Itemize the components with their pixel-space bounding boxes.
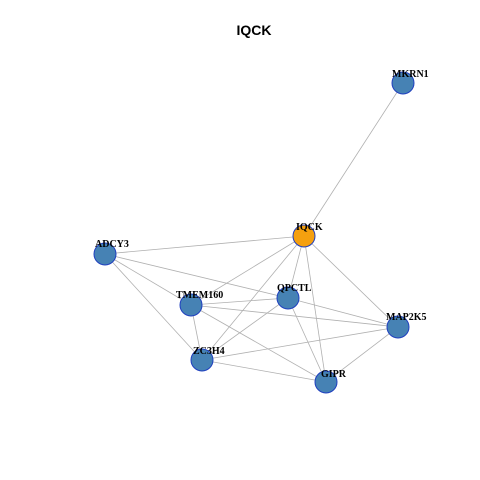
edge-qpctl-zc3h4 [201,297,289,361]
node-gipr[interactable]: GIPR [314,369,347,394]
edge-layer [104,82,404,383]
edge-iqck-tmem160 [190,235,305,306]
node-circle-zc3h4[interactable] [190,348,214,372]
node-label-map2k5: MAP2K5 [386,312,427,323]
node-circle-mkrn1[interactable] [391,71,415,95]
edge-iqck-gipr [303,235,327,383]
edge-adcy3-qpctl [104,253,289,299]
edge-tmem160-gipr [190,304,327,383]
edge-tmem160-map2k5 [190,304,399,328]
node-circle-adcy3[interactable] [93,242,117,266]
node-label-mkrn1: MKRN1 [392,69,429,80]
edge-iqck-mkrn1 [303,82,404,237]
graph-title: IQCK [237,22,272,38]
node-iqck[interactable]: IQCK [292,222,323,248]
node-label-qpctl: QPCTL [277,283,312,294]
edge-zc3h4-map2k5 [201,326,399,361]
edge-iqck-map2k5 [303,235,399,328]
node-label-zc3h4: ZC3H4 [193,346,225,357]
node-qpctl[interactable]: QPCTL [276,283,312,310]
edge-iqck-adcy3 [104,235,305,255]
edge-tmem160-qpctl [190,297,289,306]
node-label-gipr: GIPR [321,369,347,380]
node-circle-tmem160[interactable] [179,293,203,317]
node-circle-gipr[interactable] [314,370,338,394]
node-mkrn1[interactable]: MKRN1 [391,69,429,95]
node-circle-qpctl[interactable] [276,286,300,310]
edge-qpctl-map2k5 [287,297,399,328]
edge-zc3h4-gipr [201,359,327,383]
edge-adcy3-tmem160 [104,253,192,306]
edge-iqck-zc3h4 [201,235,305,361]
node-circle-iqck[interactable] [292,224,316,248]
edge-map2k5-gipr [325,326,399,383]
node-circle-map2k5[interactable] [386,315,410,339]
node-label-tmem160: TMEM160 [176,290,223,301]
edge-adcy3-zc3h4 [104,253,203,361]
node-tmem160[interactable]: TMEM160 [176,290,223,317]
node-label-iqck: IQCK [296,222,323,233]
node-adcy3[interactable]: ADCY3 [93,239,129,266]
node-label-adcy3: ADCY3 [95,239,129,250]
edge-qpctl-gipr [287,297,327,383]
node-zc3h4[interactable]: ZC3H4 [190,346,225,372]
node-map2k5[interactable]: MAP2K5 [386,312,427,339]
